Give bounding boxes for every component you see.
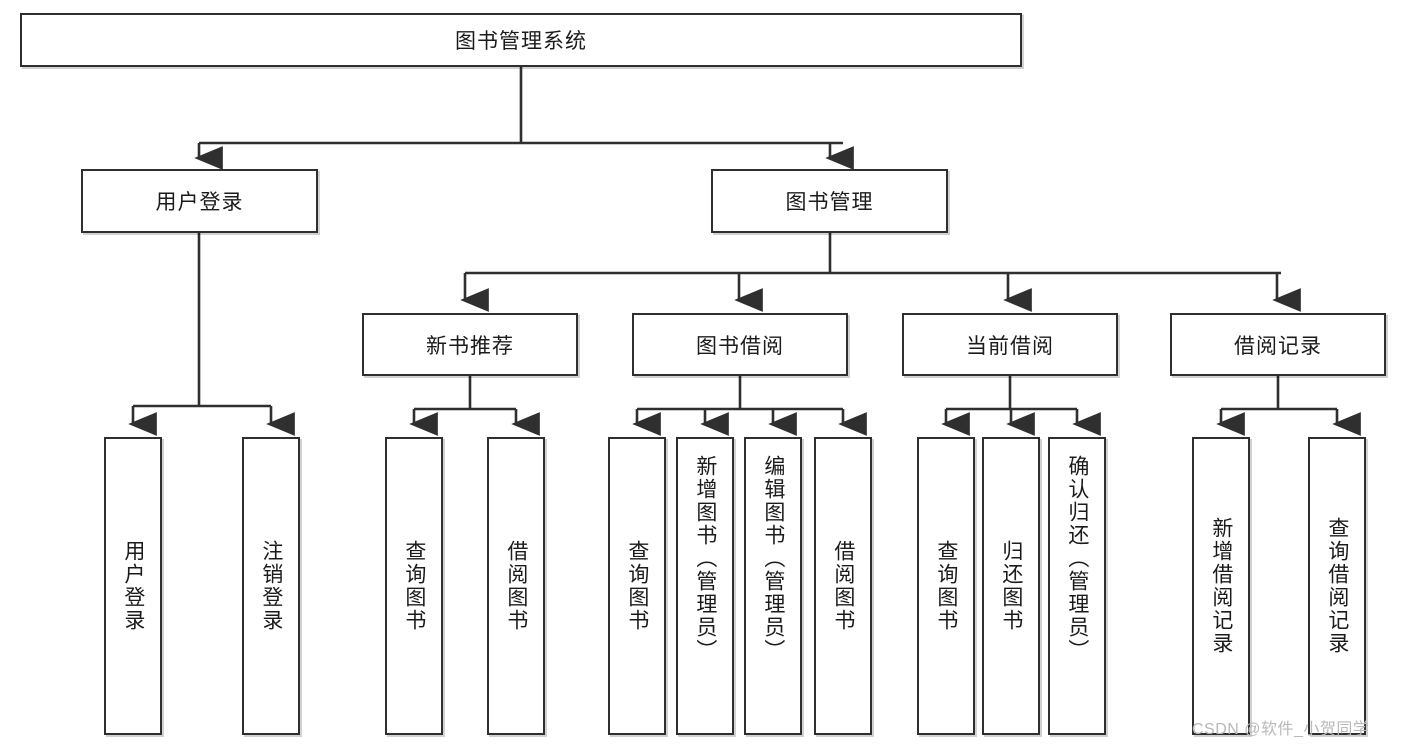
node-book-borrow-label: 图书借阅 [696,334,784,358]
node-leaf-borrow-book-1[interactable]: 借阅图书 [487,437,545,735]
node-leaf-borrow-book-2[interactable]: 借阅图书 [814,437,872,735]
node-current-borrow[interactable]: 当前借阅 [902,313,1118,376]
node-leaf-logout-label: 注销登录 [259,540,283,632]
node-leaf-query-book-2[interactable]: 查询图书 [608,437,666,735]
node-leaf-return-book-label: 归还图书 [999,540,1023,632]
node-leaf-return-book[interactable]: 归还图书 [982,437,1040,735]
node-leaf-add-record-label: 新增借阅记录 [1209,517,1233,655]
node-root[interactable]: 图书管理系统 [20,13,1022,67]
node-leaf-confirm-return-label: 确认归还（管理员） [1065,455,1089,662]
node-new-book-recommend-label: 新书推荐 [426,334,514,358]
node-borrow-record-label: 借阅记录 [1234,334,1322,358]
node-leaf-add-book-label: 新增图书（管理员） [693,455,717,662]
node-leaf-edit-book[interactable]: 编辑图书（管理员） [744,437,802,735]
node-leaf-user-login-label: 用户登录 [121,540,145,632]
node-current-borrow-label: 当前借阅 [966,334,1054,358]
node-leaf-edit-book-label: 编辑图书（管理员） [761,455,785,662]
node-borrow-record[interactable]: 借阅记录 [1170,313,1386,376]
node-book-manage-label: 图书管理 [785,191,874,214]
node-user-login[interactable]: 用户登录 [81,169,318,233]
node-leaf-borrow-book-1-label: 借阅图书 [504,540,528,632]
node-leaf-confirm-return[interactable]: 确认归还（管理员） [1048,437,1106,735]
node-leaf-logout[interactable]: 注销登录 [242,437,300,735]
node-leaf-query-record[interactable]: 查询借阅记录 [1308,437,1366,735]
node-leaf-query-book-1[interactable]: 查询图书 [385,437,443,735]
watermark-text: CSDN @软件_小贺同学 [1192,721,1370,738]
node-leaf-query-book-2-label: 查询图书 [625,540,649,632]
node-leaf-add-record[interactable]: 新增借阅记录 [1192,437,1250,735]
node-root-label: 图书管理系统 [455,30,587,53]
node-leaf-query-book-3-label: 查询图书 [934,540,958,632]
node-leaf-query-record-label: 查询借阅记录 [1325,517,1349,655]
node-user-login-label: 用户登录 [155,191,244,214]
node-leaf-add-book[interactable]: 新增图书（管理员） [676,437,734,735]
node-book-manage[interactable]: 图书管理 [711,169,948,233]
node-leaf-query-book-1-label: 查询图书 [402,540,426,632]
node-new-book-recommend[interactable]: 新书推荐 [362,313,578,376]
node-leaf-query-book-3[interactable]: 查询图书 [917,437,975,735]
node-book-borrow[interactable]: 图书借阅 [632,313,848,376]
node-leaf-borrow-book-2-label: 借阅图书 [831,540,855,632]
node-leaf-user-login[interactable]: 用户登录 [104,437,162,735]
